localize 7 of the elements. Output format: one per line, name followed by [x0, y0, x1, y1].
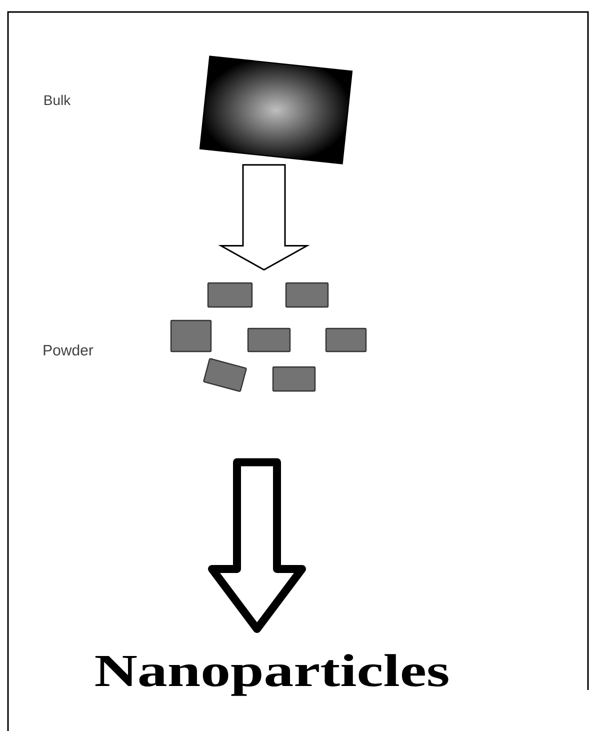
side-label: Powder [44, 344, 94, 356]
side-label: Bulk [44, 94, 71, 106]
block-arrow [218, 164, 310, 271]
heading: Nanoparticles [95, 654, 448, 696]
block-arrow [208, 458, 306, 633]
bulk-block [199, 56, 353, 164]
powder-drawing [170, 282, 367, 392]
